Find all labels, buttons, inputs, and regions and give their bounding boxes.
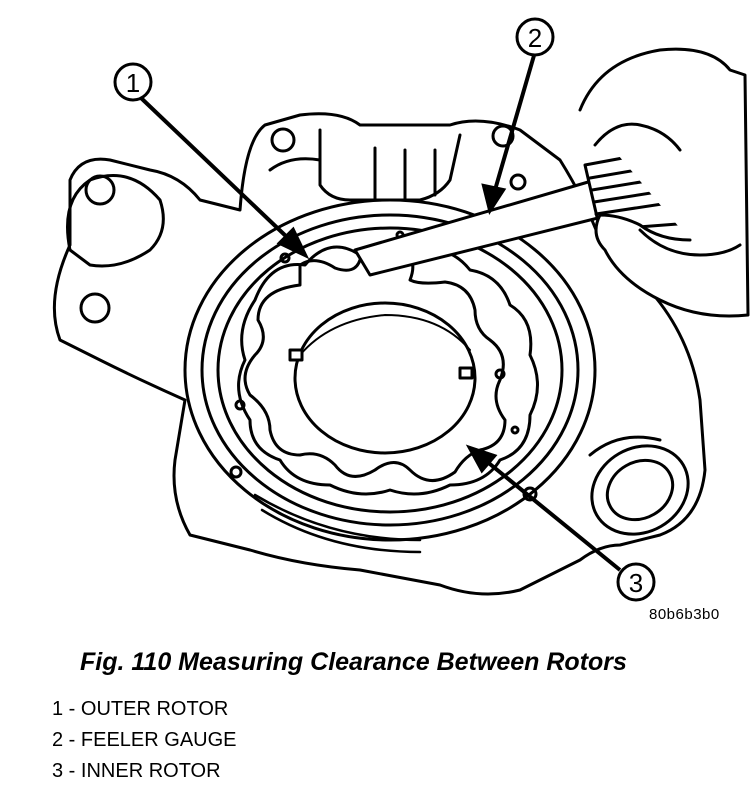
- callout-circle-3: [616, 562, 656, 602]
- legend-separator: -: [63, 698, 81, 720]
- leader-line-1: [138, 95, 292, 242]
- pump-housing: [52, 112, 707, 596]
- leader-line-2: [493, 51, 537, 191]
- callout-circle-1: [113, 62, 153, 102]
- leader-line-3: [483, 458, 622, 572]
- figure-caption: Fig. 110 Measuring Clearance Between Rot…: [80, 648, 627, 676]
- legend: 1 - OUTER ROTOR 2 - FEELER GAUGE 3 - INN…: [52, 694, 237, 787]
- legend-item: 2 - FEELER GAUGE: [52, 725, 237, 756]
- oil-pump-illustration: 1 2 3: [52, 17, 750, 602]
- bolt-hole-right: [509, 173, 527, 191]
- callout-number-2: 2: [528, 23, 542, 53]
- legend-label: INNER ROTOR: [80, 760, 221, 782]
- legend-number: 3: [52, 760, 64, 782]
- rotor-center-bore: [293, 301, 477, 455]
- bolt-hole-top: [270, 127, 296, 153]
- legend-number: 2: [52, 729, 64, 751]
- callout-circle-2: [515, 17, 555, 57]
- technician-hand: [578, 47, 750, 318]
- arrowhead-3: [465, 444, 498, 474]
- inner-rotor: [243, 242, 507, 482]
- legend-label: OUTER ROTOR: [80, 698, 229, 720]
- legend-separator: -: [63, 729, 81, 751]
- bolt-hole-left-lower: [79, 292, 111, 324]
- figure-code: 80b6b3b0: [649, 606, 720, 623]
- outlet-port: [590, 444, 690, 536]
- legend-number: 1: [52, 698, 64, 720]
- arrowhead-2: [481, 183, 507, 215]
- bolt-hole-left-upper: [84, 174, 116, 206]
- legend-label: FEELER GAUGE: [80, 729, 237, 751]
- callout-number-1: 1: [126, 68, 140, 98]
- legend-item: 3 - INNER ROTOR: [52, 756, 237, 787]
- bolt-hole-top-right: [491, 124, 515, 148]
- callout-number-3: 3: [629, 568, 643, 598]
- arrowhead-1: [276, 226, 310, 260]
- legend-item: 1 - OUTER ROTOR: [52, 694, 237, 725]
- legend-separator: -: [63, 760, 81, 782]
- rotor-bore-outer-ring: [183, 198, 597, 542]
